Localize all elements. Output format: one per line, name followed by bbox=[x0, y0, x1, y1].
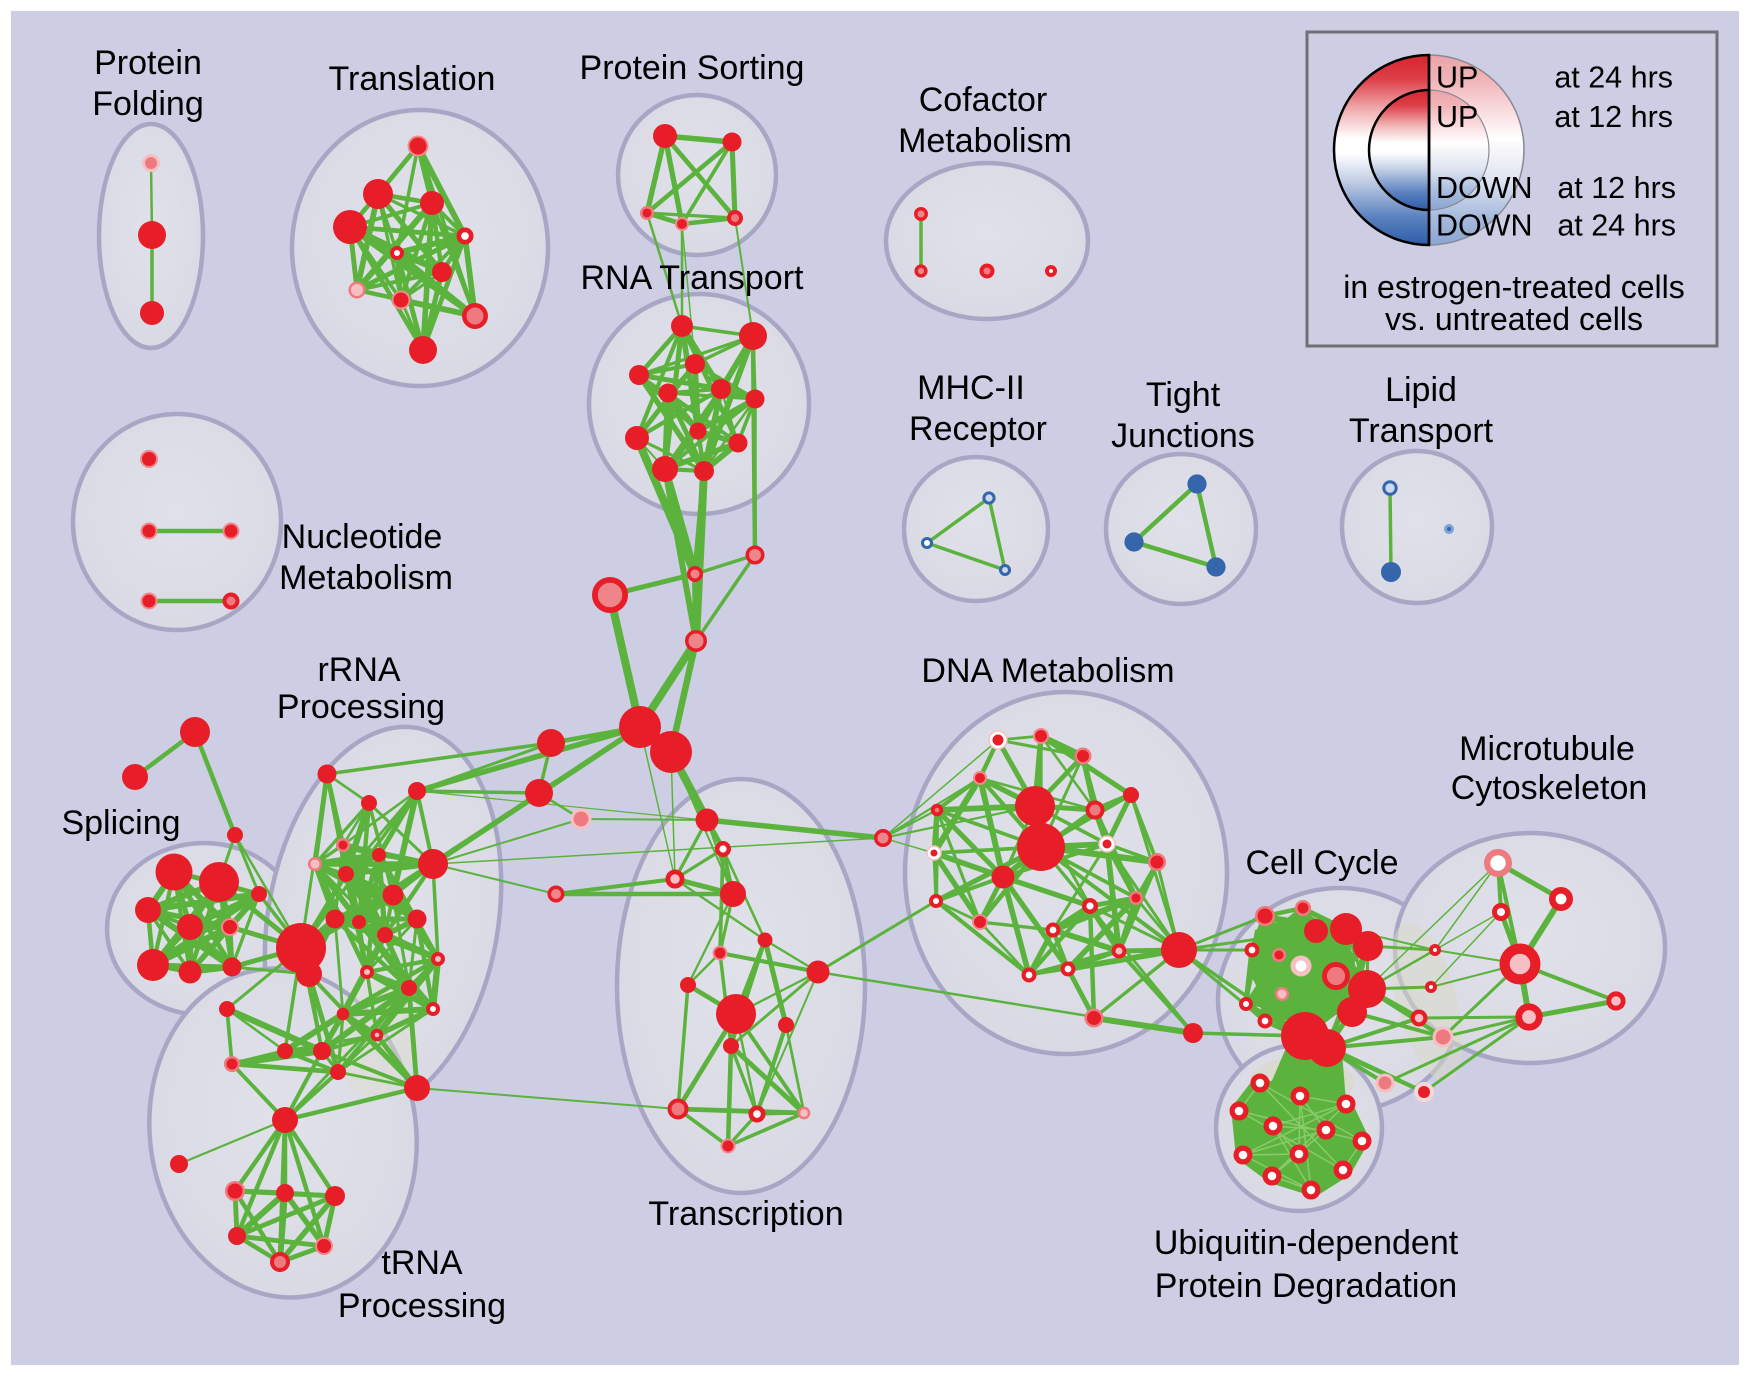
svg-text:Junctions: Junctions bbox=[1111, 417, 1255, 455]
svg-text:Protein: Protein bbox=[94, 44, 202, 82]
svg-text:at 12 hrs: at 12 hrs bbox=[1557, 171, 1676, 205]
svg-text:Nucleotide: Nucleotide bbox=[282, 518, 443, 556]
svg-text:Translation: Translation bbox=[329, 60, 496, 98]
svg-text:vs. untreated cells: vs. untreated cells bbox=[1385, 301, 1643, 337]
svg-text:Tight: Tight bbox=[1146, 376, 1221, 414]
svg-text:rRNA: rRNA bbox=[317, 651, 400, 689]
svg-text:RNA Transport: RNA Transport bbox=[581, 259, 805, 297]
svg-text:Metabolism: Metabolism bbox=[898, 122, 1072, 160]
svg-text:Folding: Folding bbox=[92, 85, 204, 123]
svg-text:Lipid: Lipid bbox=[1385, 371, 1457, 409]
svg-text:UP: UP bbox=[1436, 61, 1478, 95]
svg-text:Metabolism: Metabolism bbox=[279, 559, 453, 597]
svg-text:Protein Degradation: Protein Degradation bbox=[1155, 1267, 1457, 1305]
svg-text:MHC-II: MHC-II bbox=[917, 369, 1025, 407]
svg-text:UP: UP bbox=[1436, 100, 1478, 134]
svg-text:Ubiquitin-dependent: Ubiquitin-dependent bbox=[1154, 1224, 1459, 1262]
svg-text:DNA Metabolism: DNA Metabolism bbox=[921, 652, 1174, 690]
svg-text:Cofactor: Cofactor bbox=[919, 81, 1048, 119]
svg-text:Cytoskeleton: Cytoskeleton bbox=[1451, 769, 1648, 807]
svg-text:Transcription: Transcription bbox=[648, 1195, 843, 1233]
svg-text:in estrogen-treated cells: in estrogen-treated cells bbox=[1343, 269, 1685, 305]
svg-text:at 24 hrs: at 24 hrs bbox=[1554, 61, 1673, 95]
svg-text:DOWN: DOWN bbox=[1436, 209, 1533, 243]
svg-text:tRNA: tRNA bbox=[381, 1244, 463, 1282]
svg-text:Splicing: Splicing bbox=[61, 804, 180, 842]
svg-text:Microtubule: Microtubule bbox=[1459, 730, 1635, 768]
svg-text:Processing: Processing bbox=[338, 1287, 506, 1325]
svg-text:Cell Cycle: Cell Cycle bbox=[1245, 844, 1398, 882]
svg-text:Receptor: Receptor bbox=[909, 410, 1047, 448]
svg-text:Transport: Transport bbox=[1349, 412, 1494, 450]
svg-text:at 12 hrs: at 12 hrs bbox=[1554, 100, 1673, 134]
svg-text:Protein Sorting: Protein Sorting bbox=[580, 49, 805, 87]
svg-text:at 24 hrs: at 24 hrs bbox=[1557, 209, 1676, 243]
svg-text:DOWN: DOWN bbox=[1436, 171, 1533, 205]
svg-text:Processing: Processing bbox=[277, 688, 445, 726]
